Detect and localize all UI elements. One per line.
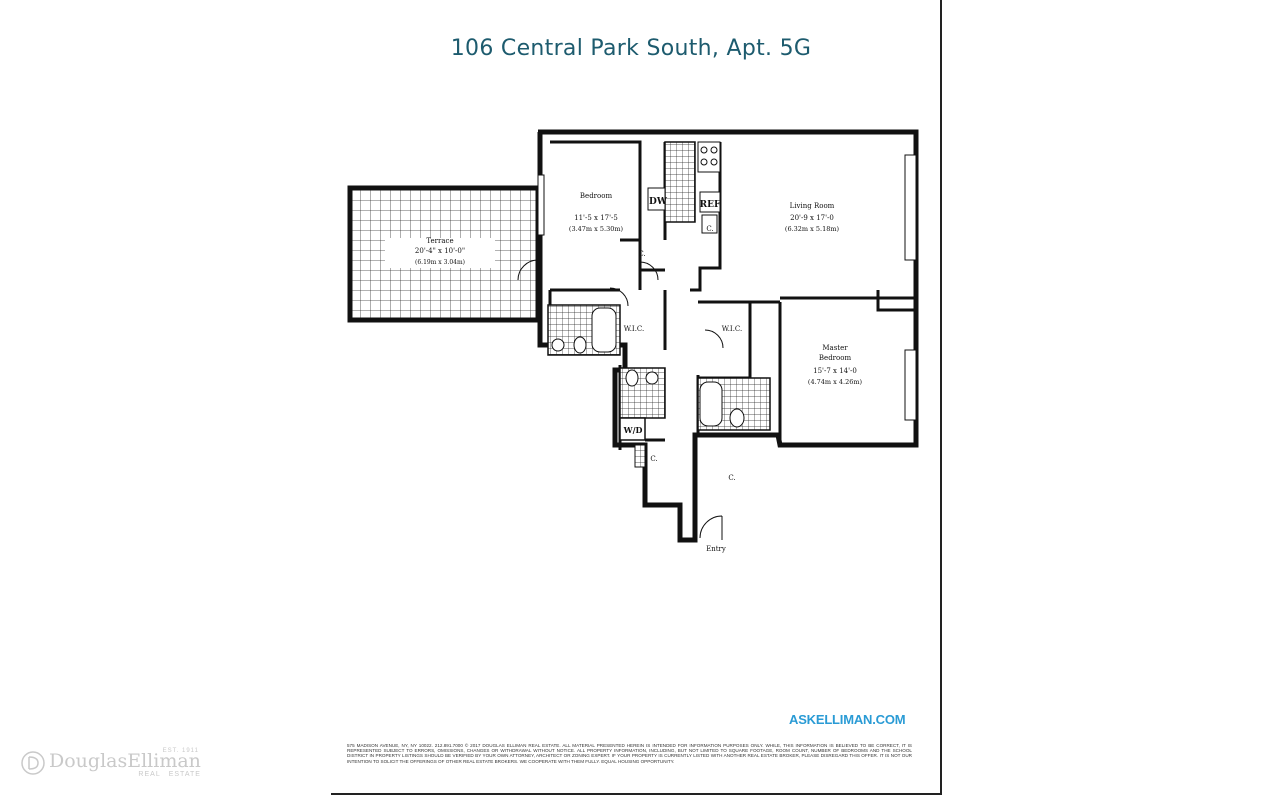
wic-master-label: W.I.C.: [722, 325, 743, 333]
bathroom-1: [547, 304, 621, 356]
closet-kitchen-label: C.: [706, 225, 713, 233]
fixture-labels: DW REF C. C. W.I.C. W.I.C. W/D C. C. Ent…: [623, 197, 743, 553]
master-metric: (4.74m x 4.26m): [808, 378, 863, 386]
label-terrace: Terrace 20'-4" x 10'-0" (6.19m x 3.04m): [415, 237, 465, 266]
ref-label: REF: [700, 200, 721, 210]
master-name: Master: [822, 344, 848, 352]
windows: [537, 154, 917, 421]
closet-bedroom-label: C.: [638, 250, 645, 258]
doors: [517, 259, 724, 540]
floor-plan: Terrace 20'-4" x 10'-0" (6.19m x 3.04m) …: [347, 129, 919, 553]
brand-name: DouglasElliman: [49, 750, 201, 772]
document-page: [331, 0, 942, 795]
brand-sub-real: REAL: [138, 771, 161, 778]
website-link[interactable]: ASKELLIMAN.COM: [789, 712, 906, 727]
wic-bedroom-label: W.I.C.: [624, 325, 645, 333]
label-bedroom: Bedroom 11'-5 x 17'-5 (3.47m x 5.30m): [569, 192, 624, 233]
terrace-name: Terrace: [426, 237, 453, 245]
kitchen: [647, 141, 721, 234]
brand-watermark: DouglasElliman REAL ESTATE EST. 1911: [20, 748, 201, 778]
powder-room: [619, 367, 666, 419]
brand-sub-estate: ESTATE: [168, 771, 201, 778]
legal-disclaimer: 575 MADISON AVENUE, NY, NY 10022. 212.89…: [347, 743, 912, 764]
label-master-bedroom: Master Bedroom 15'-7 x 14'-0 (4.74m x 4.…: [808, 344, 863, 386]
entry-label: Entry: [706, 545, 726, 553]
document-title: 106 Central Park South, Apt. 5G: [450, 36, 812, 61]
bathroom-2: [697, 377, 771, 431]
exterior-walls: [537, 129, 919, 543]
master-dims: 15'-7 x 14'-0: [813, 367, 857, 375]
brand-est: EST. 1911: [162, 748, 199, 754]
brand-logo-icon: [21, 751, 45, 775]
dw-label: DW: [649, 197, 668, 207]
label-living-room: Living Room 20'-9 x 17'-0 (6.32m x 5.18m…: [785, 202, 840, 233]
living-room-metric: (6.32m x 5.18m): [785, 225, 840, 233]
bedroom-name: Bedroom: [580, 192, 613, 200]
terrace: [347, 185, 541, 323]
washer-dryer: [619, 417, 646, 441]
living-room-name: Living Room: [790, 202, 835, 210]
terrace-dims: 20'-4" x 10'-0": [415, 247, 465, 255]
master-name-2: Bedroom: [819, 354, 852, 362]
bedroom-dims: 11'-5 x 17'-5: [574, 214, 618, 222]
wd-label: W/D: [623, 425, 643, 435]
terrace-metric: (6.19m x 3.04m): [415, 259, 465, 266]
closet-entry: [634, 444, 646, 468]
bedroom-metric: (3.47m x 5.30m): [569, 225, 624, 233]
closet-entry-label: C.: [728, 474, 735, 482]
closet-hall-label: C.: [650, 455, 657, 463]
living-room-dims: 20'-9 x 17'-0: [790, 214, 834, 222]
